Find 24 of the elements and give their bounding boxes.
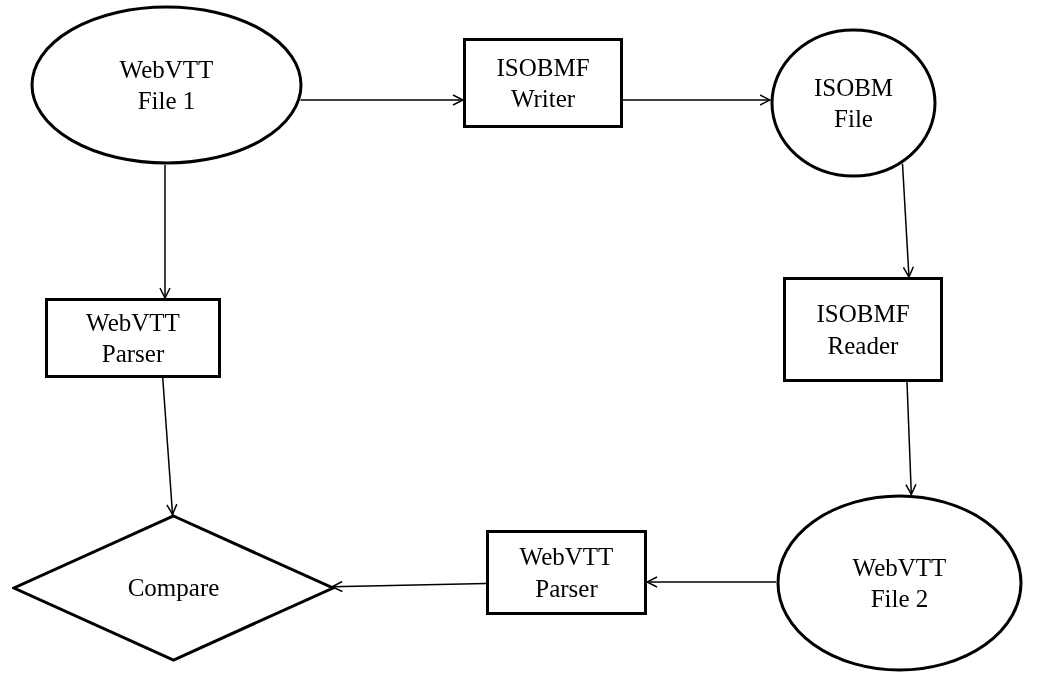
node-label: WebVTT File 2 (851, 552, 948, 614)
arrow (905, 381, 917, 496)
node-label: WebVTT Parser (518, 542, 615, 604)
data-ellipse (770, 28, 937, 178)
arrow (331, 580, 487, 593)
process-box (783, 277, 943, 382)
data-ellipse (776, 494, 1023, 672)
node-label: ISOBMF Writer (495, 52, 591, 114)
node-label: WebVTT File 1 (118, 54, 215, 116)
node-label: WebVTT Parser (85, 307, 181, 369)
arrow (159, 164, 171, 299)
process-box (486, 530, 647, 615)
data-ellipse (30, 5, 303, 165)
node-label: ISOBMF Reader (815, 299, 911, 361)
node-label: Compare (127, 573, 220, 604)
arrow (299, 94, 464, 106)
arrow (162, 377, 178, 516)
process-box (463, 38, 623, 128)
process-box (45, 298, 221, 378)
decision-diamond (12, 514, 335, 662)
node-label: ISOBM File (812, 72, 895, 134)
arrow (622, 94, 771, 106)
arrow (646, 576, 777, 588)
arrow (901, 163, 915, 278)
